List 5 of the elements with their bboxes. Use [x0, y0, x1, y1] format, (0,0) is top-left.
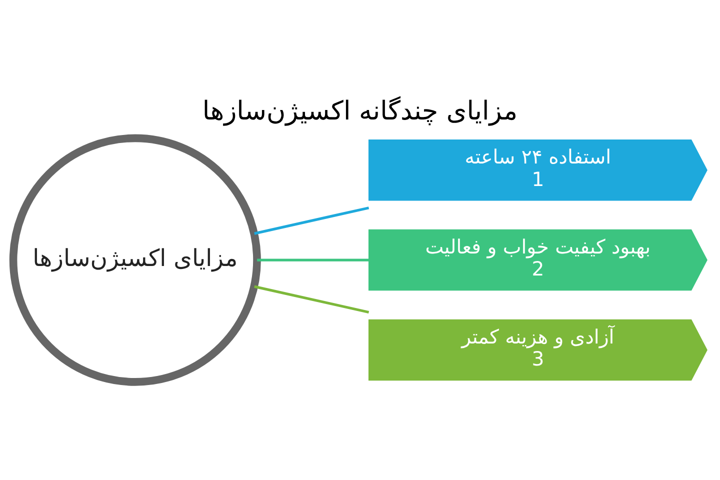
connector	[254, 206, 370, 234]
connector	[257, 258, 369, 261]
connector	[254, 284, 370, 314]
diagram-title: مزایای چندگانه اکسیژن‌سازها	[202, 96, 518, 126]
node-circle: مزایای اکسیژن‌سازها	[9, 134, 261, 386]
